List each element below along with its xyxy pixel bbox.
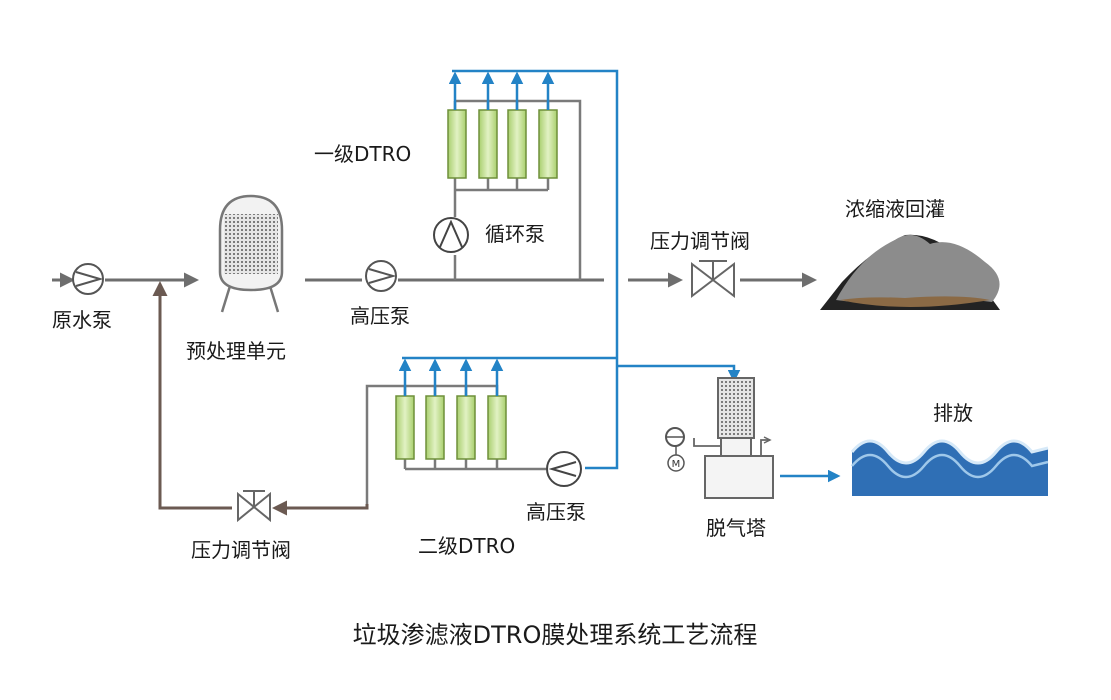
hp-pump-1-icon [365, 260, 397, 292]
pretreatment-tank-icon [218, 194, 284, 313]
membrane-module [456, 395, 476, 460]
hp-pump-2-label: 高压泵 [526, 500, 586, 524]
stage1-permeate-pipe [448, 69, 741, 470]
membrane-module [447, 109, 467, 179]
water-waves-icon [850, 439, 1049, 496]
degassing-tower-icon [693, 377, 774, 499]
stage2-label: 二级DTRO [418, 534, 515, 558]
motor-icon: M [667, 446, 685, 472]
stage2-permeate-pipe [398, 356, 617, 396]
pressure-valve-2-label: 压力调节阀 [191, 538, 291, 562]
stage1-membranes [447, 109, 558, 179]
discharge-label: 排放 [933, 401, 973, 425]
membrane-module [538, 109, 558, 179]
pretreatment-label: 预处理单元 [186, 339, 286, 363]
hp-pump-1-label: 高压泵 [350, 304, 410, 328]
pressure-valve-1-icon [691, 260, 735, 299]
hp-pump-2-icon [546, 451, 582, 487]
stage2-membranes [395, 395, 507, 460]
concentrate-label: 浓缩液回灌 [845, 197, 945, 221]
membrane-module [425, 395, 445, 460]
circulation-pump-label: 循环泵 [485, 222, 545, 246]
circulation-pump-icon [433, 217, 469, 253]
membrane-module [507, 109, 527, 179]
blower-icon [665, 427, 685, 447]
membrane-module [478, 109, 498, 179]
stage2-return-pipe [152, 281, 369, 516]
stage1-label: 一级DTRO [314, 142, 411, 166]
pressure-valve-1-label: 压力调节阀 [650, 229, 750, 253]
landfill-heap-icon [820, 234, 1000, 310]
raw-pump-label: 原水泵 [52, 308, 112, 332]
membrane-module [395, 395, 415, 460]
motor-label: M [672, 459, 681, 470]
degassing-tower-label: 脱气塔 [706, 516, 766, 540]
pressure-valve-2-icon [237, 490, 271, 523]
membrane-module [487, 395, 507, 460]
figure-caption: 垃圾渗滤液DTRO膜处理系统工艺流程 [353, 621, 758, 649]
raw-pump-icon [72, 263, 104, 295]
